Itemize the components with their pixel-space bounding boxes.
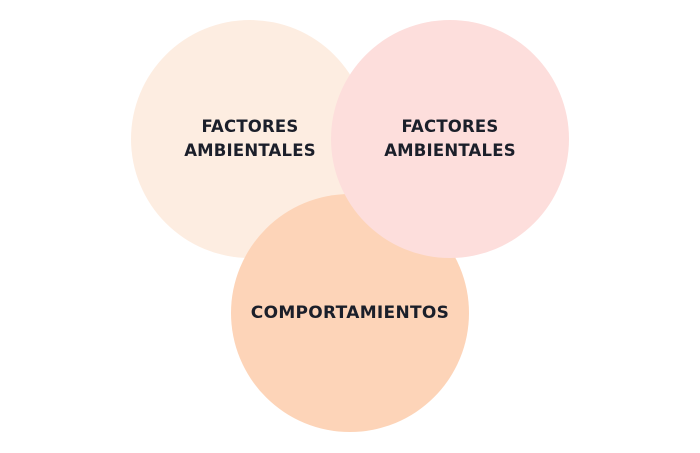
circle-factores-ambientales-left: FACTORES AMBIENTALES [131, 20, 369, 258]
circle-factores-ambientales-right: FACTORES AMBIENTALES [331, 20, 569, 258]
label-line: FACTORES [401, 117, 499, 136]
circle-label: FACTORES AMBIENTALES [184, 115, 316, 163]
label-line: FACTORES [201, 117, 299, 136]
circle-label: COMPORTAMIENTOS [251, 301, 449, 325]
circle-label: FACTORES AMBIENTALES [384, 115, 516, 163]
label-line: AMBIENTALES [184, 141, 316, 160]
label-line: AMBIENTALES [384, 141, 516, 160]
label-line: COMPORTAMIENTOS [250, 303, 450, 323]
